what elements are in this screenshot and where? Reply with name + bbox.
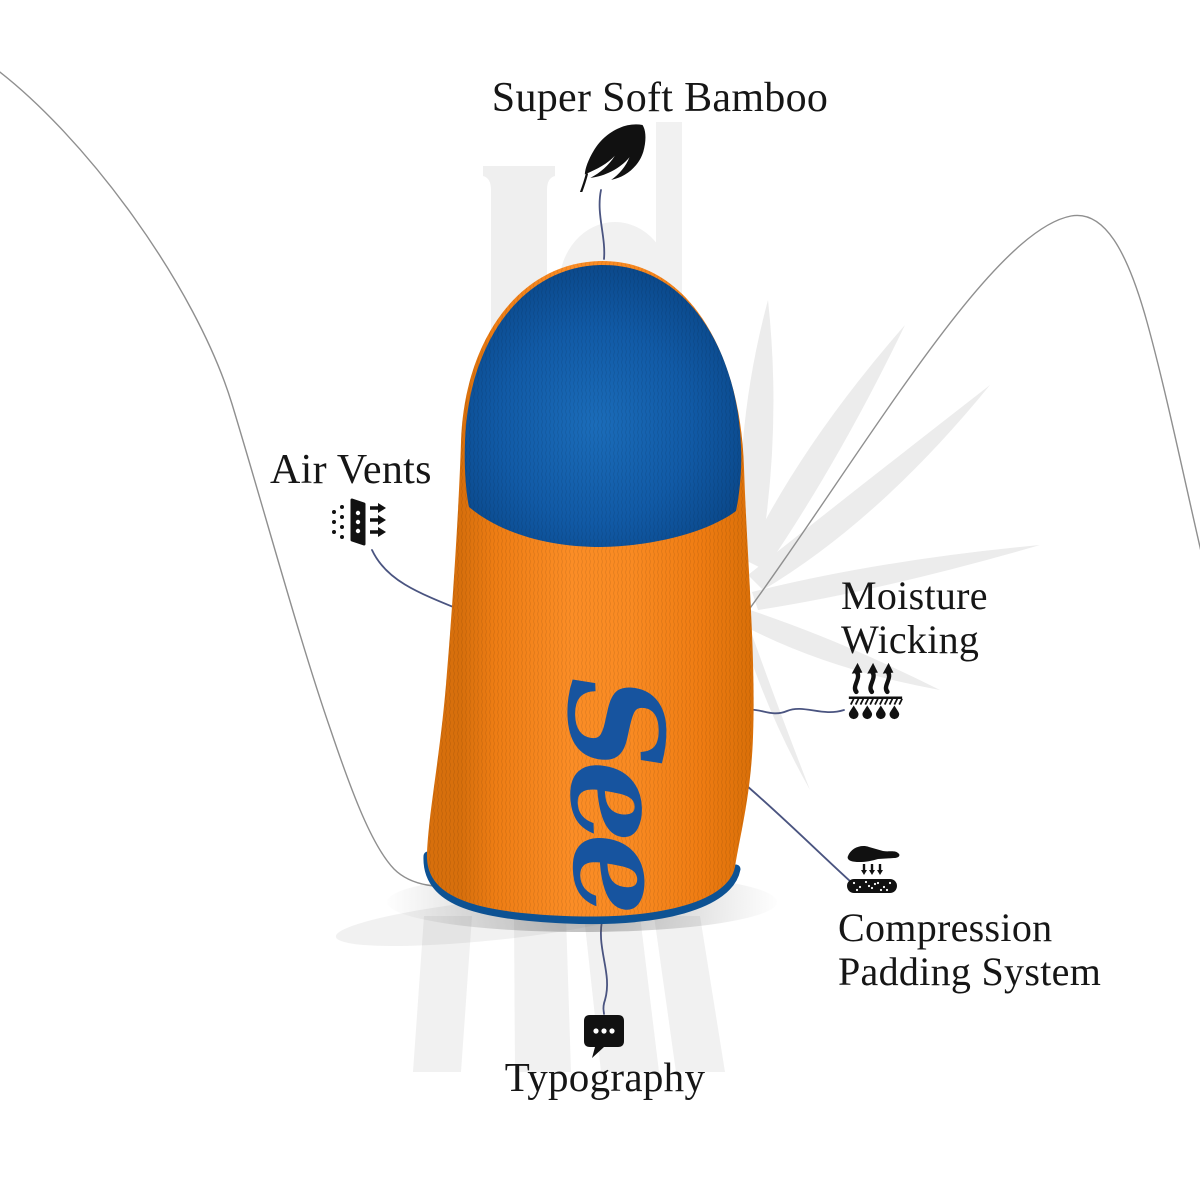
compression-padding-icon (847, 846, 900, 893)
feather-icon (579, 124, 646, 192)
decor-curve-right (736, 214, 1200, 627)
label-compression-padding: Compression Padding System (838, 906, 1101, 994)
connector-air-vents (371, 549, 464, 612)
watermark-bamboo-leaves (738, 300, 1040, 790)
speech-bubble-icon (584, 1015, 624, 1058)
decorative-curves (0, 71, 1200, 888)
label-super-soft-bamboo: Super Soft Bamboo (491, 75, 829, 121)
label-moisture-wicking: Moisture Wicking (841, 574, 988, 662)
connector-super-soft-bamboo (598, 189, 606, 260)
label-compression-line1: Compression (838, 905, 1053, 950)
brand-watermark (413, 122, 1040, 1072)
sock: See (335, 260, 777, 946)
moisture-wicking-icon (848, 662, 903, 720)
decor-curve-left (0, 71, 467, 888)
label-air-vents: Air Vents (270, 447, 432, 493)
label-typography: Typography (504, 1054, 706, 1100)
label-moisture-line1: Moisture (841, 573, 988, 618)
label-compression-line2: Padding System (838, 949, 1102, 994)
connector-compression-padding (739, 779, 852, 883)
label-moisture-line2: Wicking (841, 617, 980, 662)
sock-knit-texture (426, 260, 754, 917)
connector-typography (600, 915, 608, 1015)
sock-logo-text: See (537, 674, 698, 914)
sock-trim (423, 851, 741, 925)
air-vent-icon (332, 498, 386, 546)
